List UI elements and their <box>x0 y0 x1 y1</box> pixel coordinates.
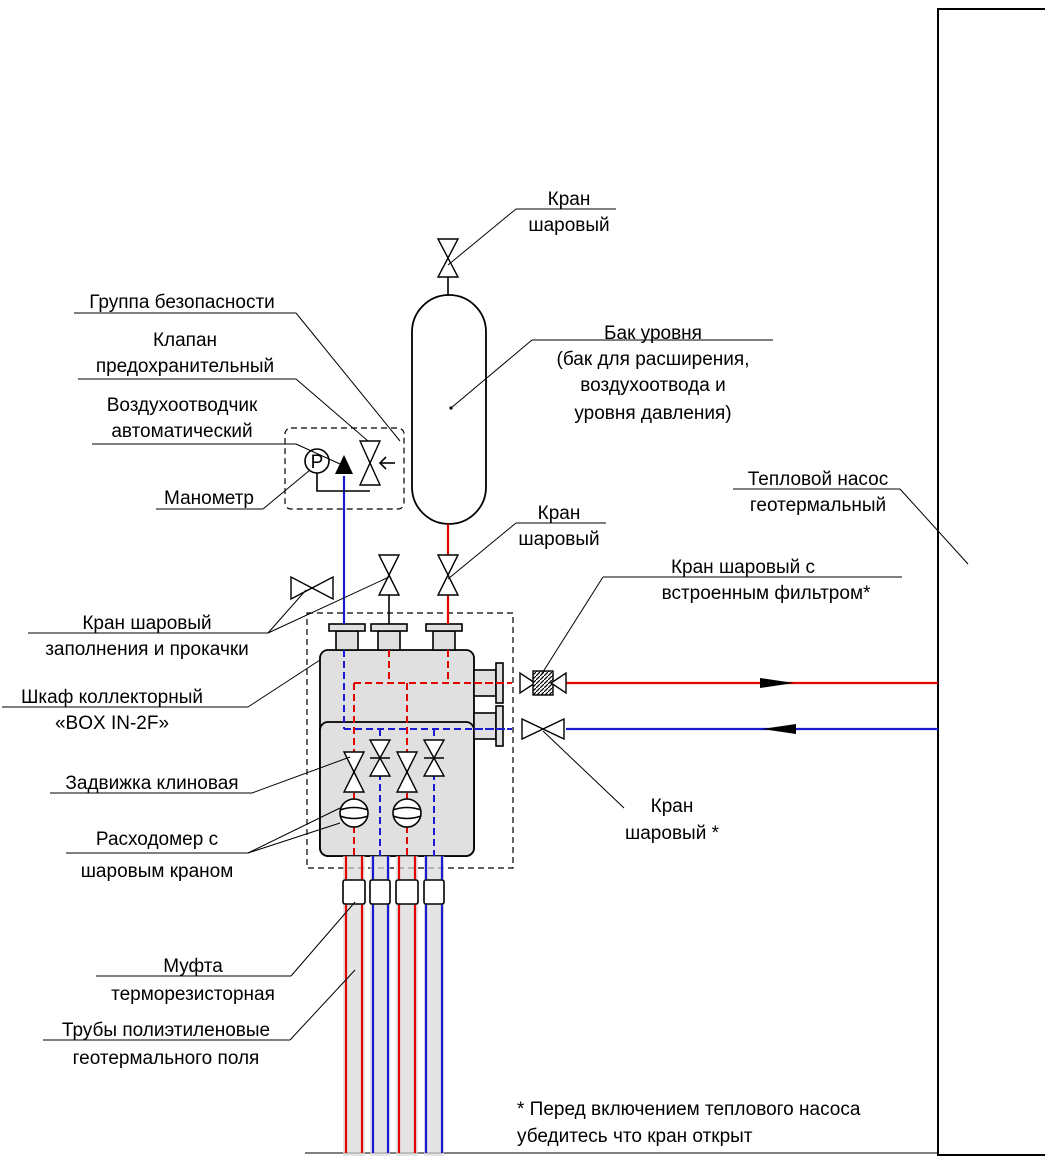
svg-text:уровня давления): уровня давления) <box>574 403 731 424</box>
svg-text:шаровый *: шаровый * <box>625 823 720 844</box>
svg-text:(бак для расширения,: (бак для расширения, <box>557 349 750 370</box>
label-mufta: Муфта <box>163 956 223 977</box>
leader-lines <box>2 208 969 1041</box>
collector-inner-panel <box>319 721 475 857</box>
side-nozzles <box>473 662 504 747</box>
svg-text:воздухоотвода и: воздухоотвода и <box>580 375 725 396</box>
field-pipes-shading <box>343 856 444 1156</box>
label-shkaf: Шкаф коллекторный <box>21 687 203 708</box>
flowmeter-icon <box>339 798 422 828</box>
label-gruppa: Группа безопасности <box>89 292 275 313</box>
svg-text:автоматический: автоматический <box>111 421 252 442</box>
expansion-tank <box>411 294 487 525</box>
label-kran-top: Кран <box>548 189 591 210</box>
security-group-outline <box>284 427 405 510</box>
svg-text:«BOX IN-2F»: «BOX IN-2F» <box>55 713 169 734</box>
svg-text:шаровым краном: шаровым краном <box>81 861 234 882</box>
geothermal-field-pipes <box>344 856 444 1153</box>
svg-text:убедитесь что кран открыт: убедитесь что кран открыт <box>517 1126 753 1147</box>
label-teplovoy: Тепловой насос <box>748 469 888 490</box>
label-kran-mid: Кран <box>538 503 581 524</box>
top-nozzles <box>328 623 463 651</box>
heat-pump-box <box>937 8 1045 1156</box>
filter-ball-valve-icon <box>519 670 567 696</box>
safety-valve-icon <box>358 440 395 486</box>
label-zapolnenie: Кран шаровый <box>82 613 211 634</box>
svg-text:заполнения и прокачки: заполнения и прокачки <box>45 639 249 660</box>
air-vent-icon <box>335 455 353 474</box>
label-bak: Бак уровня <box>604 323 702 344</box>
svg-text:шаровый: шаровый <box>518 529 599 550</box>
label-zadvizhka: Задвижка клиновая <box>65 773 238 794</box>
thermoresistor-couplings <box>342 879 445 905</box>
tank-ball-valve-icon <box>436 554 460 596</box>
svg-text:встроенным фильтром*: встроенным фильтром* <box>662 583 871 604</box>
label-raskhodomer: Расходомер с <box>96 829 218 850</box>
fill-drain-valve-icon <box>290 575 334 601</box>
label-klapan: Клапан <box>153 330 217 351</box>
top-ball-valve-icon <box>436 238 460 278</box>
manometer-icon: P <box>304 448 330 474</box>
label-kran-bottom: Кран <box>651 796 694 817</box>
svg-text:геотермальный: геотермальный <box>750 495 886 516</box>
svg-text:предохранительный: предохранительный <box>96 356 274 377</box>
footnote: * Перед включением теплового насоса <box>517 1099 861 1120</box>
label-manometr: Манометр <box>164 488 254 509</box>
svg-text:терморезисторная: терморезисторная <box>111 984 275 1005</box>
labels: Кран шаровый Группа безопасности Клапан … <box>21 189 888 1147</box>
vertical-fill-valve-icon <box>377 554 401 596</box>
svg-text:P: P <box>311 452 324 473</box>
svg-text:шаровый: шаровый <box>528 215 609 236</box>
svg-text:геотермального поля: геотермального поля <box>73 1048 260 1069</box>
label-filter: Кран шаровый с <box>671 557 815 578</box>
label-vozdukh: Воздухоотводчик <box>107 395 258 416</box>
return-ball-valve-icon <box>521 717 565 741</box>
label-truby: Трубы полиэтиленовые <box>62 1020 270 1041</box>
